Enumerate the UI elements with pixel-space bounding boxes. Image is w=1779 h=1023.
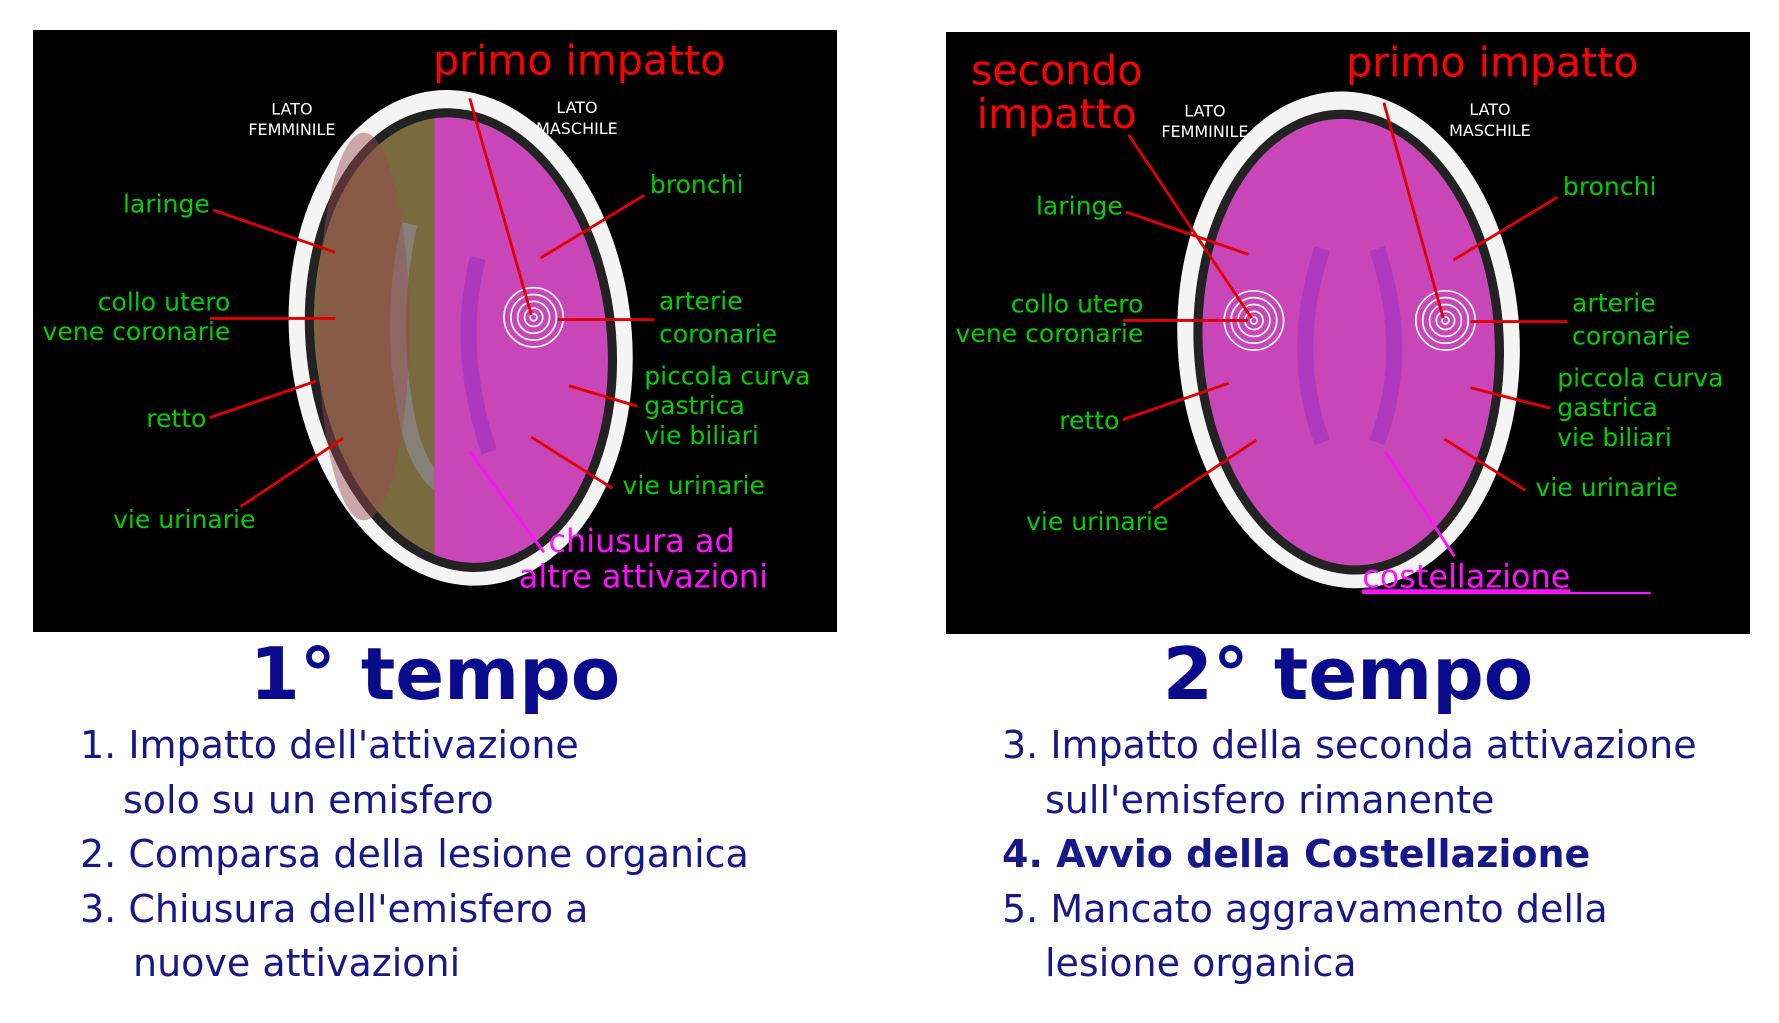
brain-ct-diagram: secondo impatto primo impatto LATO FEMMI…	[956, 38, 1724, 595]
step-item: 2. Comparsa della lesione organica	[80, 832, 749, 876]
leader-lines	[209, 98, 655, 508]
vie-urinarie-right-label: vie urinarie	[623, 471, 765, 500]
laringe-label: laringe	[123, 189, 210, 218]
vene-coronarie-label: vene coronarie	[956, 319, 1144, 348]
arterie-label: arterie	[659, 286, 743, 315]
retto-label: retto	[146, 404, 206, 433]
left-hemisphere	[313, 117, 435, 563]
bronchi-label: bronchi	[1563, 172, 1657, 201]
vie-urinarie-right-label: vie urinarie	[1536, 473, 1678, 502]
arterie-label: arterie	[1572, 288, 1656, 317]
impatto-label: impatto	[977, 90, 1137, 138]
second-time-steps: 3. Impatto della seconda attivazione sul…	[1002, 718, 1697, 991]
brain-ct-diagram: primo impatto LATO FEMMINILE LATO MASCHI…	[43, 36, 811, 596]
femminile-label: FEMMINILE	[248, 120, 335, 139]
secondo-label: secondo	[971, 46, 1142, 94]
vie-biliari-label: vie biliari	[1557, 423, 1672, 452]
piccola-curva-label: piccola curva	[1557, 364, 1723, 393]
retto-label: retto	[1059, 406, 1119, 435]
step-item-continuation: lesione organica	[1045, 941, 1357, 985]
collo-utero-label: collo utero	[1011, 289, 1144, 318]
bronchi-label: bronchi	[650, 170, 744, 199]
vie-urinarie-left-label: vie urinarie	[1026, 507, 1168, 536]
ct-scan-panel-second-time: secondo impatto primo impatto LATO FEMMI…	[946, 32, 1750, 634]
vie-biliari-label: vie biliari	[644, 421, 759, 450]
altre-attivazioni-label: altre attivazioni	[519, 558, 768, 596]
chiusura-label: chiusura ad	[548, 522, 734, 560]
coronarie-label: coronarie	[659, 319, 777, 348]
collo-utero-label: collo utero	[98, 287, 231, 316]
maschile-label: MASCHILE	[1449, 121, 1531, 140]
first-time-title: 1° tempo	[249, 632, 621, 716]
step-item: 5. Mancato aggravamento della	[1002, 886, 1608, 931]
piccola-curva-label: piccola curva	[644, 362, 810, 391]
step-item-continuation: nuove attivazioni	[133, 941, 461, 985]
gastrica-label: gastrica	[644, 391, 745, 420]
primo-impatto-label: primo impatto	[1346, 38, 1638, 86]
step-item-continuation: solo su un emisfero	[123, 777, 494, 822]
ct-scan-panel-first-time: primo impatto LATO FEMMINILE LATO MASCHI…	[33, 30, 837, 632]
costellazione-label: costellazione	[1362, 557, 1570, 595]
lato-label: LATO	[1469, 100, 1510, 119]
impact-target-icon	[503, 286, 565, 348]
maschile-label: MASCHILE	[536, 119, 618, 138]
step-item: 3. Impatto della seconda attivazione	[1002, 723, 1697, 767]
first-time-steps: 1. Impatto dell'attivazione solo su un e…	[80, 718, 749, 991]
gastrica-label: gastrica	[1557, 393, 1658, 422]
step-item: 3. Chiusura dell'emisfero a	[80, 886, 589, 931]
vene-coronarie-label: vene coronarie	[43, 317, 231, 346]
lato-label: LATO	[1184, 101, 1225, 120]
primo-impatto-label: primo impatto	[433, 36, 725, 84]
step-item-continuation: sull'emisfero rimanente	[1045, 777, 1495, 822]
lato-label: LATO	[271, 99, 312, 118]
second-time-title: 2° tempo	[1162, 632, 1534, 716]
coronarie-label: coronarie	[1572, 321, 1690, 350]
laringe-label: laringe	[1036, 191, 1123, 220]
vie-urinarie-left-label: vie urinarie	[113, 505, 255, 534]
step-item-highlighted: 4. Avvio della Costellazione	[1002, 832, 1591, 876]
step-item: 1. Impatto dell'attivazione	[80, 723, 579, 767]
brain-both-hemispheres	[1202, 118, 1495, 566]
lato-label: LATO	[556, 98, 597, 117]
leader-lines	[1122, 102, 1568, 510]
femminile-label: FEMMINILE	[1161, 122, 1248, 141]
